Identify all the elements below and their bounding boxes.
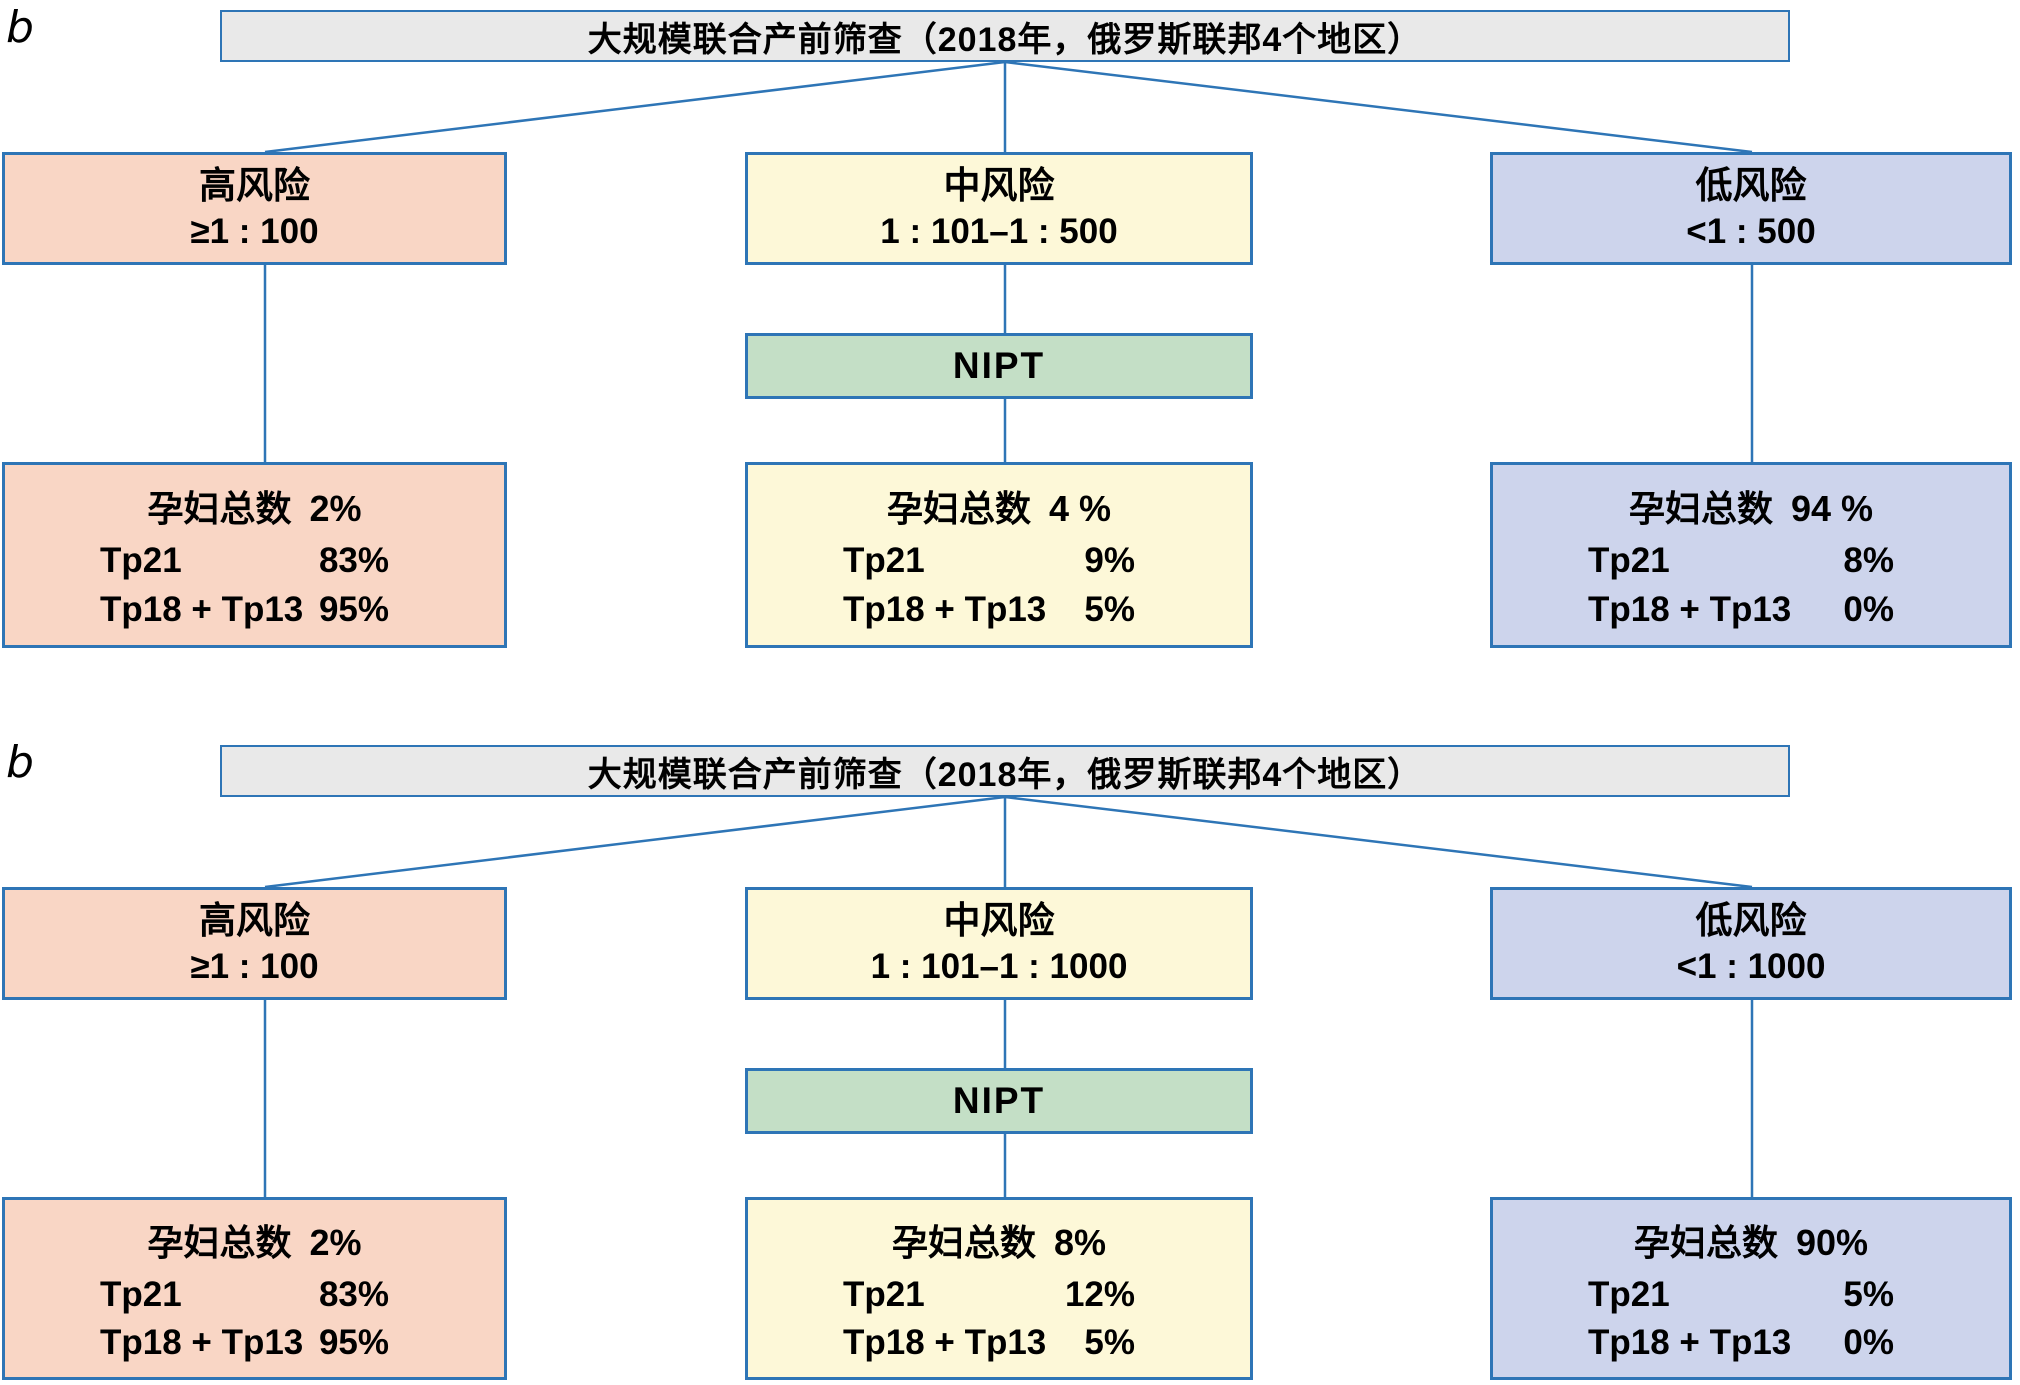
stat-value: 8% (1843, 541, 1894, 580)
medium-risk-range: 1 : 101–1 : 500 (880, 211, 1118, 251)
medium-risk-stats-box: 孕妇总数 4 % Tp21 9% Tp18 + Tp13 5% (745, 462, 1253, 648)
stat-value: 95% (318, 590, 389, 629)
connector-line (264, 60, 1006, 154)
panel-label: b (6, 737, 34, 788)
total-pregnant-value: 94 % (1790, 488, 1874, 529)
nipt-label: NIPT (952, 1080, 1046, 1121)
stat-label: Tp21 (1588, 1274, 1670, 1314)
stat-row: Tp21 5% (1493, 1275, 2009, 1315)
stat-row: Tp18 + Tp13 95% (5, 1323, 504, 1363)
total-pregnant-value: 90% (1795, 1222, 1869, 1264)
stat-label: Tp18 + Tp13 (100, 590, 304, 629)
total-pregnant-value: 4 % (1048, 488, 1112, 529)
stat-label: Tp18 + Tp13 (100, 1322, 304, 1362)
low-risk-range: <1 : 500 (1686, 211, 1816, 251)
screening-title: 大规模联合产前筛查（2018年，俄罗斯联邦4个地区） (587, 20, 1423, 59)
stat-value: 95% (318, 1322, 389, 1362)
high-risk-stats-box: 孕妇总数 2% Tp21 83% Tp18 + Tp13 95% (2, 1197, 507, 1380)
high-risk-stats-box: 孕妇总数 2% Tp21 83% Tp18 + Tp13 95% (2, 462, 507, 648)
nipt-box: NIPT (745, 1068, 1253, 1134)
stat-label: Tp18 + Tp13 (843, 590, 1047, 629)
stat-row: Tp21 9% (748, 541, 1250, 581)
low-risk-stats-box: 孕妇总数 94 % Tp21 8% Tp18 + Tp13 0% (1490, 462, 2012, 648)
panel-label: b (6, 2, 34, 53)
connector-line (1004, 60, 1753, 154)
stat-row: Tp18 + Tp13 5% (748, 590, 1250, 630)
medium-risk-range: 1 : 101–1 : 1000 (870, 946, 1128, 986)
medium-risk-box: 中风险 1 : 101–1 : 500 (745, 152, 1253, 265)
high-risk-box: 高风险 ≥1 : 100 (2, 152, 507, 265)
high-risk-range: ≥1 : 100 (190, 211, 319, 251)
stat-value: 83% (318, 1274, 389, 1314)
total-pregnant-label: 孕妇总数 (1628, 488, 1773, 529)
total-pregnant-value: 2% (309, 1222, 362, 1264)
stat-value: 5% (1084, 590, 1135, 629)
low-risk-box: 低风险 <1 : 1000 (1490, 887, 2012, 1000)
stat-row: Tp18 + Tp13 5% (748, 1323, 1250, 1363)
nipt-label: NIPT (952, 345, 1046, 386)
stat-label: Tp18 + Tp13 (1588, 1322, 1792, 1362)
stat-label: Tp18 + Tp13 (1588, 590, 1792, 629)
stats-header: 孕妇总数 94 % (1493, 480, 2009, 532)
total-pregnant-label: 孕妇总数 (1633, 1222, 1778, 1264)
stat-label: Tp21 (100, 541, 182, 580)
stats-header: 孕妇总数 8% (748, 1214, 1250, 1266)
stat-row: Tp21 83% (5, 541, 504, 581)
medium-risk-stats-box: 孕妇总数 8% Tp21 12% Tp18 + Tp13 5% (745, 1197, 1253, 1380)
stat-row: Tp21 8% (1493, 541, 2009, 581)
stat-row: Tp18 + Tp13 0% (1493, 1323, 2009, 1363)
stat-row: Tp21 12% (748, 1275, 1250, 1315)
low-risk-range: <1 : 1000 (1676, 946, 1826, 986)
stat-label: Tp21 (100, 1274, 182, 1314)
stat-label: Tp18 + Tp13 (843, 1322, 1047, 1362)
high-risk-title: 高风险 (199, 900, 310, 942)
stat-value: 0% (1843, 590, 1894, 629)
connector-line (1004, 795, 1753, 889)
total-pregnant-label: 孕妇总数 (147, 488, 292, 529)
high-risk-title: 高风险 (199, 165, 310, 207)
total-pregnant-label: 孕妇总数 (891, 1222, 1036, 1264)
stats-header: 孕妇总数 4 % (748, 480, 1250, 532)
low-risk-stats-box: 孕妇总数 90% Tp21 5% Tp18 + Tp13 0% (1490, 1197, 2012, 1380)
total-pregnant-label: 孕妇总数 (886, 488, 1031, 529)
stat-row: Tp21 83% (5, 1275, 504, 1315)
nipt-box: NIPT (745, 333, 1253, 399)
low-risk-title: 低风险 (1695, 165, 1807, 207)
medium-risk-box: 中风险 1 : 101–1 : 1000 (745, 887, 1253, 1000)
stat-value: 0% (1843, 1322, 1894, 1362)
stat-label: Tp21 (1588, 541, 1670, 580)
stats-header: 孕妇总数 2% (5, 1214, 504, 1266)
stat-row: Tp18 + Tp13 0% (1493, 590, 2009, 630)
low-risk-title: 低风险 (1695, 900, 1807, 942)
stat-value: 5% (1084, 1322, 1135, 1362)
medium-risk-title: 中风险 (943, 900, 1055, 942)
connector-line (264, 795, 1006, 889)
high-risk-range: ≥1 : 100 (190, 946, 319, 986)
stat-row: Tp18 + Tp13 95% (5, 590, 504, 630)
stat-value: 5% (1843, 1274, 1894, 1314)
screening-title-box: 大规模联合产前筛查（2018年，俄罗斯联邦4个地区） (220, 745, 1790, 797)
screening-title-box: 大规模联合产前筛查（2018年，俄罗斯联邦4个地区） (220, 10, 1790, 62)
total-pregnant-value: 8% (1053, 1222, 1107, 1264)
total-pregnant-value: 2% (309, 488, 362, 529)
medium-risk-title: 中风险 (943, 165, 1055, 207)
stat-value: 9% (1084, 541, 1135, 580)
stat-value: 83% (318, 541, 389, 580)
stat-label: Tp21 (843, 541, 925, 580)
high-risk-box: 高风险 ≥1 : 100 (2, 887, 507, 1000)
stats-header: 孕妇总数 90% (1493, 1214, 2009, 1266)
stats-header: 孕妇总数 2% (5, 480, 504, 532)
stat-value: 12% (1064, 1274, 1135, 1314)
screening-title: 大规模联合产前筛查（2018年，俄罗斯联邦4个地区） (587, 755, 1423, 794)
low-risk-box: 低风险 <1 : 500 (1490, 152, 2012, 265)
total-pregnant-label: 孕妇总数 (147, 1222, 292, 1264)
stat-label: Tp21 (843, 1274, 925, 1314)
